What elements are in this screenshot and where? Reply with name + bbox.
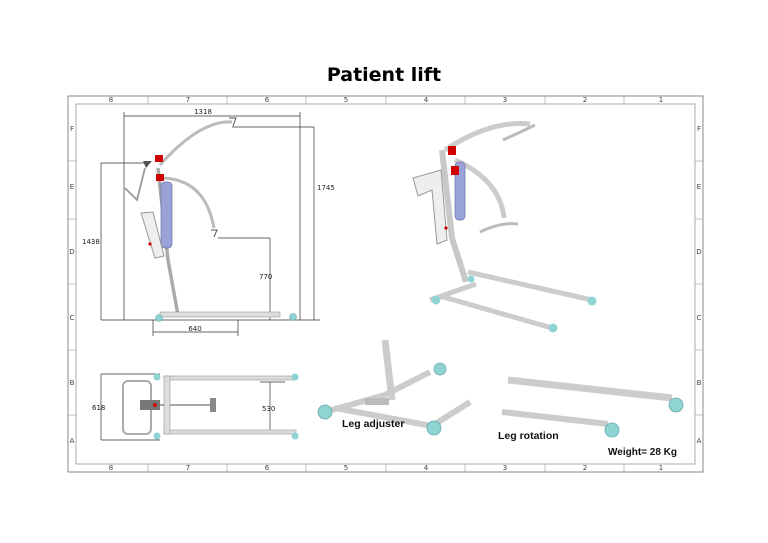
zone-row-left-d: D (69, 248, 74, 256)
dim-height-1745: 1745 (317, 184, 335, 192)
actuator (160, 181, 173, 249)
zone-row-right-a: A (697, 437, 702, 445)
zone-col-bottom-4: 4 (424, 464, 429, 472)
zone-col-bottom-2: 2 (583, 464, 587, 472)
zone-col-top-6: 6 (265, 96, 270, 104)
dim-base-770: 770 (259, 273, 272, 281)
zone-col-bottom-7: 7 (186, 464, 190, 472)
zone-col-top-4: 4 (424, 96, 429, 104)
zone-col-top-3: 3 (503, 96, 507, 104)
zone-col-bottom-1: 1 (659, 464, 663, 472)
leg-adjuster-caption: Leg adjuster (342, 418, 405, 430)
leg-adjuster-detail (317, 339, 472, 436)
dim-base-640: 640 (188, 325, 201, 333)
isometric-view (412, 121, 597, 333)
zone-row-left-b: B (70, 379, 75, 387)
dim-width-1318: 1318 (194, 108, 212, 116)
zone-col-top-1: 1 (659, 96, 663, 104)
zone-col-bottom-3: 3 (503, 464, 507, 472)
zone-row-right-f: F (697, 125, 701, 133)
zone-row-right-d: D (696, 248, 701, 256)
leg-rotation-caption: Leg rotation (498, 430, 559, 442)
zone-col-top-8: 8 (109, 96, 113, 104)
zone-col-top-7: 7 (186, 96, 190, 104)
zone-col-bottom-8: 8 (109, 464, 113, 472)
zone-col-top-5: 5 (344, 96, 348, 104)
zone-row-left-a: A (70, 437, 75, 445)
leg-rotation-detail (501, 376, 684, 438)
page-title: Patient lift (326, 64, 442, 86)
zone-row-right-b: B (697, 379, 702, 387)
side-view: 1318 1745 1438 770 640 (82, 108, 335, 336)
dim-outer-618: 618 (92, 404, 105, 412)
zone-col-top-2: 2 (583, 96, 587, 104)
zone-row-right-e: E (697, 183, 701, 191)
zone-row-left-c: C (70, 314, 75, 322)
zone-col-bottom-5: 5 (344, 464, 348, 472)
zone-row-left-f: F (70, 125, 74, 133)
dim-inner-530: 530 (262, 405, 275, 413)
zone-col-bottom-6: 6 (265, 464, 270, 472)
weight-caption: Weight= 28 Kg (608, 447, 677, 458)
zone-row-right-c: C (697, 314, 702, 322)
top-view: 618 530 (92, 373, 299, 441)
dim-mast-1438: 1438 (82, 238, 100, 246)
zone-row-left-e: E (70, 183, 74, 191)
zone-ticks (68, 96, 703, 472)
